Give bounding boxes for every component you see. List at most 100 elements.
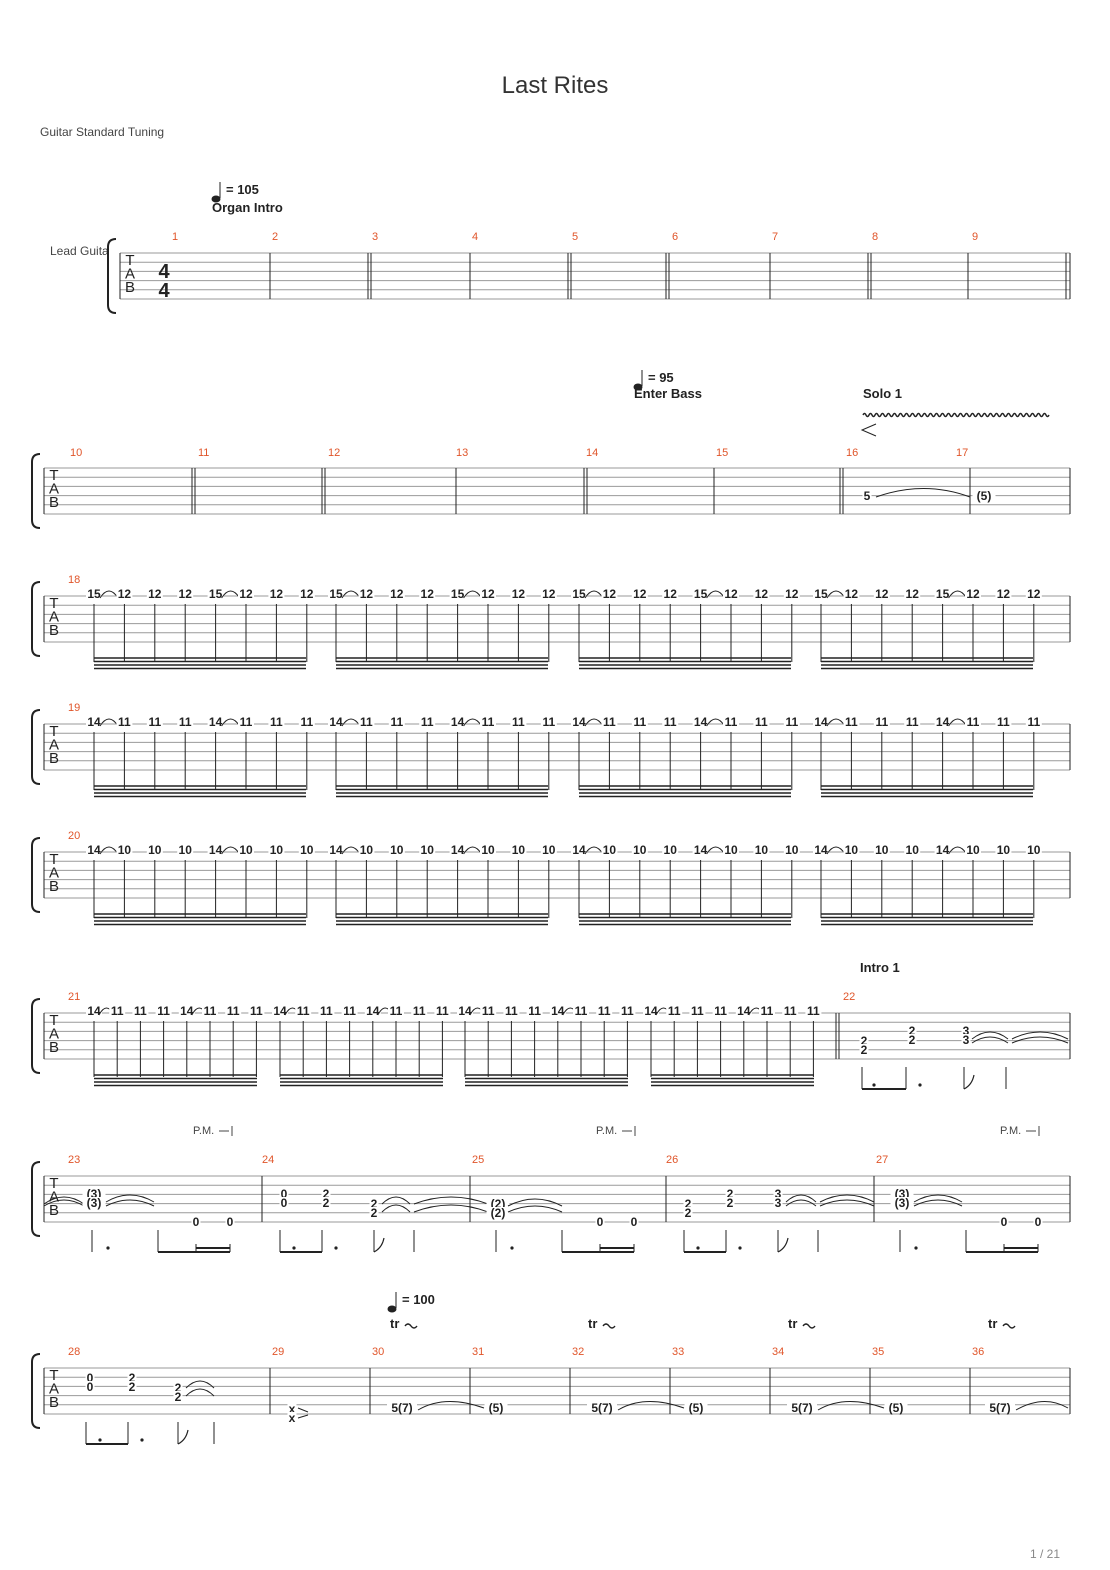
measure-number: 4 <box>472 231 478 243</box>
note-background <box>177 716 194 727</box>
tie-arc <box>43 1199 85 1207</box>
fret-number: 2 <box>371 1206 378 1220</box>
fret-number: 11 <box>297 1004 310 1018</box>
fret-number: 14 <box>551 1004 565 1018</box>
measure-number: 30 <box>372 1346 384 1358</box>
note-background <box>571 844 587 855</box>
fret-number: 11 <box>421 715 434 729</box>
note-background <box>225 1216 235 1227</box>
tie-arc <box>785 1194 817 1203</box>
note-background <box>684 1402 708 1413</box>
fret-number: 14 <box>329 715 343 729</box>
fret-number: 14 <box>87 1004 101 1018</box>
measure-number: 16 <box>846 447 858 459</box>
staff-brace <box>107 238 117 314</box>
note-background <box>238 716 254 727</box>
fret-number: x <box>289 1411 296 1425</box>
trill-wave-icon <box>1002 1323 1016 1329</box>
tab-clef-letter: A <box>49 865 59 882</box>
fret-number: 3 <box>963 1024 970 1038</box>
fret-number: 5(7) <box>391 1401 412 1415</box>
fret-number: 0 <box>597 1215 604 1229</box>
fret-number: 11 <box>118 715 131 729</box>
note-background <box>387 1402 417 1413</box>
note-background <box>773 1188 783 1199</box>
note-background <box>683 1207 693 1218</box>
pull-off-arc <box>826 718 846 727</box>
note-background <box>369 1198 379 1209</box>
measure-number: 22 <box>843 991 855 1003</box>
fret-number: 11 <box>111 1004 124 1018</box>
note-background <box>723 588 739 599</box>
measure-number: 9 <box>972 231 978 243</box>
fret-number: 2 <box>727 1187 734 1201</box>
fret-number: 11 <box>320 1004 333 1018</box>
note-background <box>116 588 133 599</box>
note-background <box>873 844 890 855</box>
note-background <box>202 1005 218 1016</box>
tab-clef-letter: B <box>49 1202 59 1219</box>
measure-number: 29 <box>272 1346 284 1358</box>
pull-off-arc <box>463 718 483 727</box>
measure-number: 35 <box>872 1346 884 1358</box>
fret-number: 14 <box>644 1004 658 1018</box>
note-background <box>358 588 375 599</box>
note-background <box>859 1035 869 1046</box>
fret-number: 11 <box>785 715 798 729</box>
note-background <box>725 1188 735 1199</box>
note-background <box>191 1216 201 1227</box>
staff-brace <box>31 837 41 913</box>
tab-clef-letter: A <box>49 1189 59 1206</box>
note-background <box>173 1391 183 1402</box>
note-background <box>692 844 709 855</box>
dot <box>914 1246 918 1250</box>
measure-number: 12 <box>328 447 340 459</box>
dot <box>106 1246 110 1250</box>
fret-number: 11 <box>343 1004 356 1018</box>
pull-off-arc <box>584 718 604 727</box>
note-background <box>298 588 315 599</box>
fret-number: 10 <box>1027 843 1041 857</box>
dot <box>98 1438 102 1442</box>
fret-number: 2 <box>129 1380 136 1394</box>
fret-number: 14 <box>814 715 828 729</box>
note-background <box>1025 844 1042 855</box>
note-background <box>873 588 890 599</box>
section-label: Intro 1 <box>860 960 900 975</box>
note-background <box>207 844 224 855</box>
note-background <box>358 844 375 855</box>
note-background <box>712 1005 729 1016</box>
note-background <box>540 588 557 599</box>
note-background <box>486 1198 510 1209</box>
note-background <box>999 1216 1009 1227</box>
note-background <box>783 588 800 599</box>
tie-arc <box>413 1196 489 1205</box>
dot <box>872 1083 876 1087</box>
note-background <box>449 588 466 599</box>
fret-number: 11 <box>784 1004 797 1018</box>
fret-number: 10 <box>755 843 769 857</box>
fret-number: 2 <box>727 1196 734 1210</box>
tie-arc <box>617 1400 685 1411</box>
dot <box>738 1246 742 1250</box>
measure-number: 33 <box>672 1346 684 1358</box>
fret-number: 0 <box>281 1187 288 1201</box>
note-background <box>907 1034 917 1045</box>
staff-brace <box>31 1161 41 1237</box>
fret-number: 12 <box>845 587 859 601</box>
fret-number: 14 <box>694 715 708 729</box>
measure-number: 23 <box>68 1154 80 1166</box>
note-background <box>510 588 527 599</box>
tab-clef-letter: T <box>49 595 58 612</box>
fret-number: 11 <box>528 1004 541 1018</box>
fret-number: 11 <box>714 1004 727 1018</box>
fret-number: 5(7) <box>791 1401 812 1415</box>
tab-clef-letter: B <box>49 878 59 895</box>
tie-arc <box>185 1388 215 1397</box>
palm-mute-label: P.M. <box>1000 1125 1021 1137</box>
fret-number: 12 <box>148 587 162 601</box>
fret-number: 14 <box>458 1004 472 1018</box>
note-background <box>753 716 770 727</box>
note-background <box>321 1188 331 1199</box>
fret-number: 10 <box>421 843 435 857</box>
